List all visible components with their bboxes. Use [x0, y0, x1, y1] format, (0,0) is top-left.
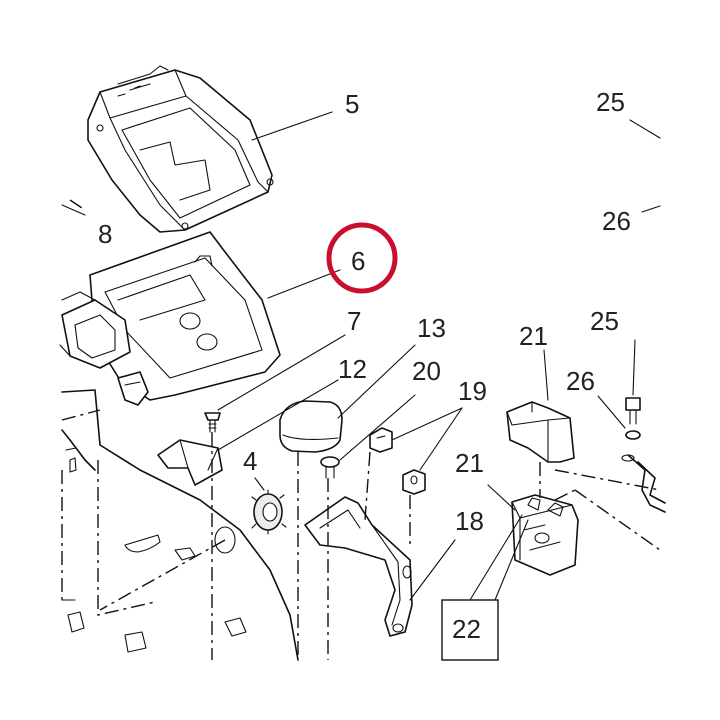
assembly-guide-lines	[61, 199, 661, 660]
relay-cover-part-21	[506, 401, 575, 463]
callout-4: 4	[243, 446, 257, 476]
cap-part-13	[279, 400, 343, 453]
callout-13: 13	[417, 313, 446, 343]
callout-7: 7	[347, 306, 361, 336]
callout-box-22	[441, 599, 499, 661]
ecu-module-part-5	[87, 65, 274, 233]
ecu-tray-part-6	[59, 231, 281, 406]
washer-part-26	[621, 430, 641, 462]
bracket-part-12	[157, 439, 223, 486]
grommet-part-19-a	[369, 427, 393, 453]
bolt-part-7	[204, 412, 221, 433]
callout-25-mid: 25	[590, 306, 619, 336]
callout-12: 12	[338, 354, 367, 384]
cable-terminal	[627, 454, 666, 513]
callout-5: 5	[345, 89, 359, 119]
gear-part-4	[251, 489, 287, 535]
screw-part-20	[320, 456, 340, 479]
highlight-circle	[326, 222, 398, 294]
callout-26-mid: 26	[566, 366, 595, 396]
chassis-outline	[61, 389, 299, 661]
bolt-part-25	[625, 397, 641, 425]
callout-26-top: 26	[602, 206, 631, 236]
relay-part-21	[511, 494, 579, 576]
callout-6: 6	[351, 246, 365, 276]
grommet-part-19-b	[402, 469, 426, 495]
leader-lines	[61, 111, 661, 601]
arm-part-18	[304, 496, 413, 637]
callout-25-top: 25	[596, 87, 625, 117]
callout-19: 19	[458, 376, 487, 406]
callout-20: 20	[412, 356, 441, 386]
callout-8: 8	[98, 219, 112, 249]
callout-18: 18	[455, 506, 484, 536]
callout-21-upper: 21	[519, 321, 548, 351]
callout-21-lower: 21	[455, 448, 484, 478]
callout-22: 22	[452, 614, 481, 644]
